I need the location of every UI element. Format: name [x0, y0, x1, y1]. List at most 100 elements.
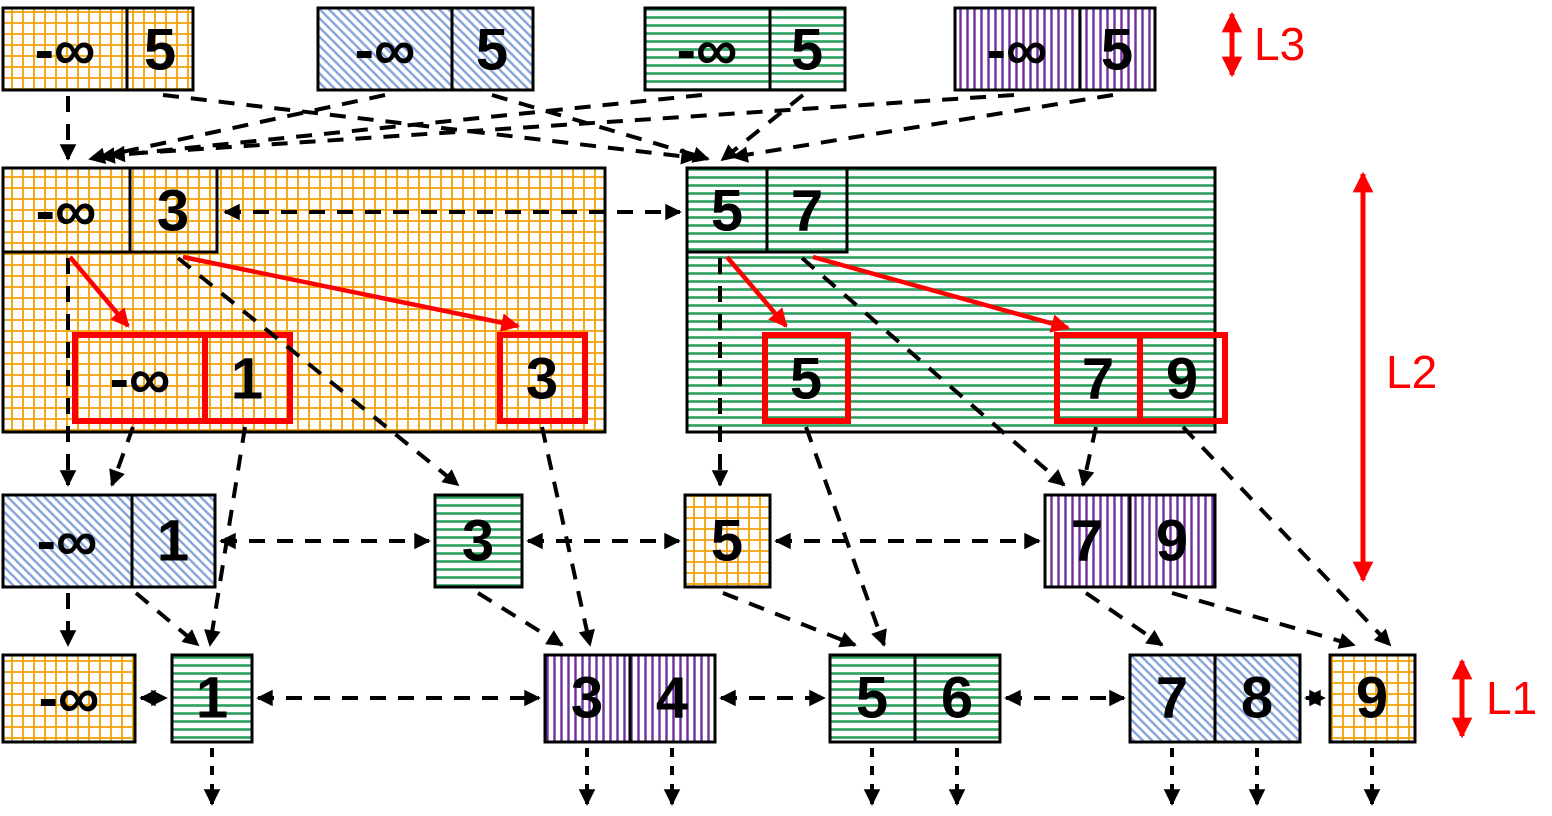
l2-green-red-9: 9	[1166, 347, 1198, 412]
l2-blue-neginf: -∞	[37, 509, 98, 574]
l2-3-value: 3	[462, 509, 494, 574]
l1-8-value: 8	[1241, 666, 1273, 731]
arrow-l3blue-neginf-down	[88, 93, 386, 164]
l3-blue-neginf: -∞	[355, 18, 416, 83]
l3-node-blue-box	[316, 6, 535, 92]
l2-green-red-5: 5	[790, 347, 822, 412]
l3-green-5: 5	[791, 18, 823, 83]
l3-label: L3	[1254, 18, 1305, 70]
l1-node-3-4: 3 4	[543, 653, 717, 744]
arrow-redneginf-down	[109, 426, 135, 487]
l1-node-9: 9	[1328, 653, 1417, 744]
arrows-l2row-to-l1	[59, 591, 1356, 649]
arrow-red9-to-l1	[1181, 425, 1392, 647]
l2-node-blue-box	[1, 493, 217, 589]
l2-node-5: 5	[683, 493, 772, 589]
l2-green-header-5: 5	[711, 179, 743, 244]
l2-orange-header-cell	[128, 166, 219, 254]
l3-orange-5: 5	[144, 18, 176, 83]
l2-9-value: 9	[1156, 509, 1188, 574]
arrows-l3-to-l2	[59, 93, 1114, 165]
l2-green-red-7: 7	[1082, 347, 1114, 412]
arrows-below-l1	[203, 748, 1381, 806]
l3-node-orange: -∞ 5	[1, 6, 195, 92]
l2-node-3: 3	[433, 493, 524, 589]
arrow-red5-to-l1	[804, 426, 887, 647]
l3-blue-5: 5	[476, 18, 508, 83]
l1-node-neginf-box	[1, 653, 137, 744]
l2-node-neginf-1: -∞ 1	[1, 493, 217, 589]
arrow-l2-7-to-l1	[1084, 591, 1164, 647]
l2-box-orange: -∞ 3 -∞ 1 3	[1, 166, 607, 434]
l2-green-red-cell	[762, 332, 851, 424]
arrow-red1-to-l1	[204, 426, 247, 647]
l1-3-value: 3	[571, 666, 603, 731]
l1-node-5-6: 5 6	[828, 653, 1002, 744]
l1-4-value: 4	[656, 666, 688, 731]
l2-orange-header-3: 3	[157, 179, 189, 244]
l2-label: L2	[1386, 346, 1437, 398]
l3-green-neginf: -∞	[677, 18, 738, 83]
arrow-l3purple-5-down	[731, 93, 1114, 163]
arrow-l2-5-to-l1	[722, 591, 857, 648]
l2-green-header-7: 7	[791, 179, 823, 244]
l2-blue-1: 1	[157, 509, 189, 574]
l2-orange-red-1: 1	[231, 347, 263, 412]
l2-big-boxes: -∞ 3 -∞ 1 3 5 7 5 7 9	[1, 166, 1228, 434]
arrow-l2-9-to-l1	[1171, 591, 1356, 649]
l2-node-3-box	[433, 493, 524, 589]
l3-purple-5: 5	[1101, 18, 1133, 83]
l2-node-5-box	[683, 493, 772, 589]
l2-green-header-cell	[765, 166, 849, 254]
arrow-l3green-5-down	[720, 93, 805, 162]
l1-node-neginf: -∞	[1, 653, 137, 744]
red-arrow-7	[812, 254, 1070, 333]
level-indicators: L3 L2 L1	[1221, 11, 1537, 739]
l2-5-value: 5	[711, 509, 743, 574]
l2-orange-red-cell	[202, 332, 293, 424]
l3-node-orange-box	[1, 6, 195, 92]
arrow-l3purple-neginf-down	[108, 93, 1015, 163]
l3-node-blue: -∞ 5	[316, 6, 535, 92]
l2-orange-header-neginf: -∞	[36, 179, 97, 244]
l1-node-1-box	[170, 653, 254, 744]
l1-5-value: 5	[856, 666, 888, 731]
l3-node-green: -∞ 5	[643, 6, 847, 92]
l2-row: -∞ 1 3 5 7 9	[1, 493, 1217, 589]
arrow-l3blue-5-down	[491, 93, 710, 163]
arrow-red3-to-l1	[540, 426, 595, 647]
l2-node-7-9: 7 9	[1043, 493, 1217, 589]
l1-6-value: 6	[941, 666, 973, 731]
l1-node-7-8: 7 8	[1128, 653, 1302, 744]
l2-orange-red-3: 3	[526, 347, 558, 412]
l1-node-9-box	[1328, 653, 1417, 744]
arrow-l2-7-down	[800, 256, 1066, 487]
l1-node-1: 1	[170, 653, 254, 744]
l2-7-value: 7	[1071, 509, 1103, 574]
l1-neginf-value: -∞	[39, 666, 100, 731]
arrows-red-solid	[68, 254, 1070, 333]
l1-7-value: 7	[1156, 666, 1188, 731]
arrows-l2box-to-l2row	[59, 256, 1098, 487]
l2-box-green: 5 7 5 7 9	[685, 166, 1228, 434]
l1-row: -∞ 1 3 4 5 6 7 8 9	[1, 653, 1417, 744]
arrow-l2-3-to-l1	[476, 591, 564, 647]
l2-orange-red-cell	[497, 332, 588, 424]
l3-node-purple-box	[953, 6, 1157, 92]
l1-9-value: 9	[1356, 666, 1388, 731]
arrow-l2-3-down	[176, 256, 460, 487]
arrow-l2-1-to-l1	[134, 591, 200, 647]
l3-orange-neginf: -∞	[35, 18, 96, 83]
red-arrow-3	[182, 254, 521, 332]
arrow-l3green-neginf-down	[98, 93, 703, 164]
red-arrow-5	[725, 255, 788, 328]
arrow-l3orange-5-down	[162, 93, 698, 165]
l1-1-value: 1	[196, 666, 228, 731]
l2-orange-red-neginf: -∞	[110, 347, 171, 412]
l3-purple-neginf: -∞	[987, 18, 1048, 83]
l3-row: -∞ 5 -∞ 5 -∞ 5 -∞ 5	[1, 6, 1157, 92]
red-arrow-neginf	[68, 255, 130, 328]
l2-green-red-cell	[1137, 332, 1228, 424]
